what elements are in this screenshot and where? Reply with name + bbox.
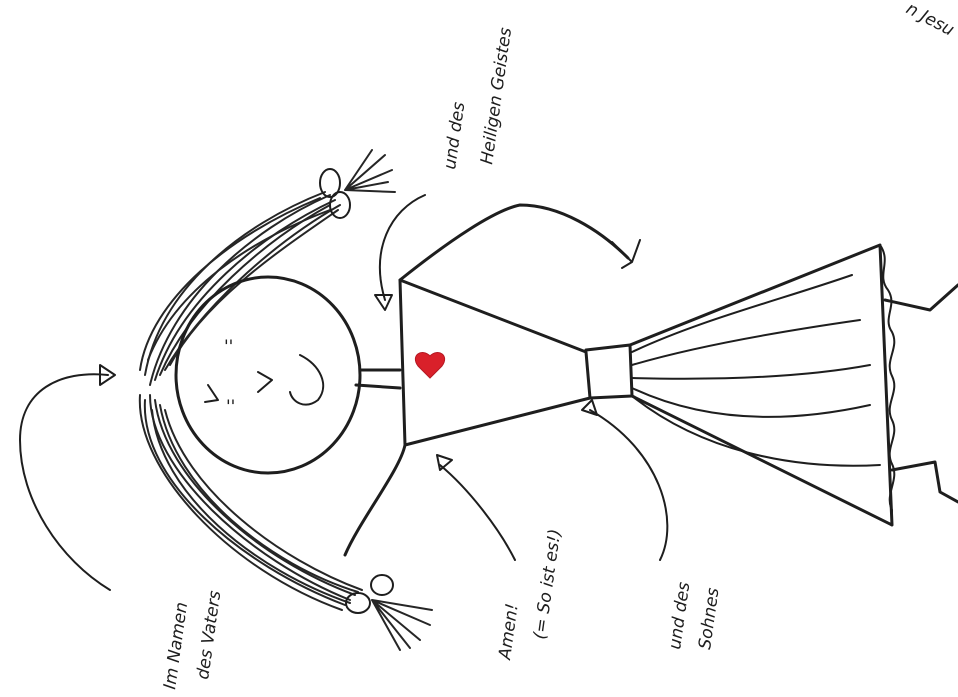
svg-text:Heiligen Geistes: Heiligen Geistes xyxy=(477,26,516,166)
svg-text:und des: und des xyxy=(665,581,694,651)
arm-right xyxy=(400,205,640,280)
svg-text:'': '' xyxy=(224,337,233,357)
label-jesus-partial: n Jesu xyxy=(903,0,958,41)
arrow-amen xyxy=(437,455,515,560)
label-sohn: und des Sohnes xyxy=(665,581,723,651)
svg-text:Amen!: Amen! xyxy=(495,602,523,661)
hair-bottom-strands xyxy=(140,395,362,610)
svg-text:(= So ist es!): (= So ist es!) xyxy=(530,528,565,641)
arrow-vater xyxy=(20,365,115,590)
hair-bow-bottom xyxy=(346,575,432,650)
svg-text:des Vaters: des Vaters xyxy=(193,589,225,680)
svg-text:Sohnes: Sohnes xyxy=(695,586,723,650)
arm-left xyxy=(345,445,405,555)
heart-icon xyxy=(415,353,444,378)
dress-body xyxy=(400,245,894,525)
neck xyxy=(356,370,400,388)
hair-bow-top xyxy=(320,150,395,218)
svg-text:Im Namen: Im Namen xyxy=(160,601,192,691)
svg-text:'': '' xyxy=(226,397,235,417)
svg-text:und des: und des xyxy=(440,101,469,171)
leg-top xyxy=(885,285,958,310)
leg-bottom xyxy=(892,462,958,502)
svg-text:n Jesu: n Jesu xyxy=(903,0,958,41)
face: '' '' xyxy=(176,277,360,473)
label-amen: Amen! (= So ist es!) xyxy=(495,528,565,662)
label-heiliger-geist: und des Heiligen Geistes xyxy=(440,26,516,171)
arrow-sohn xyxy=(582,400,667,560)
label-im-namen-des-vaters: Im Namen des Vaters xyxy=(160,589,225,690)
